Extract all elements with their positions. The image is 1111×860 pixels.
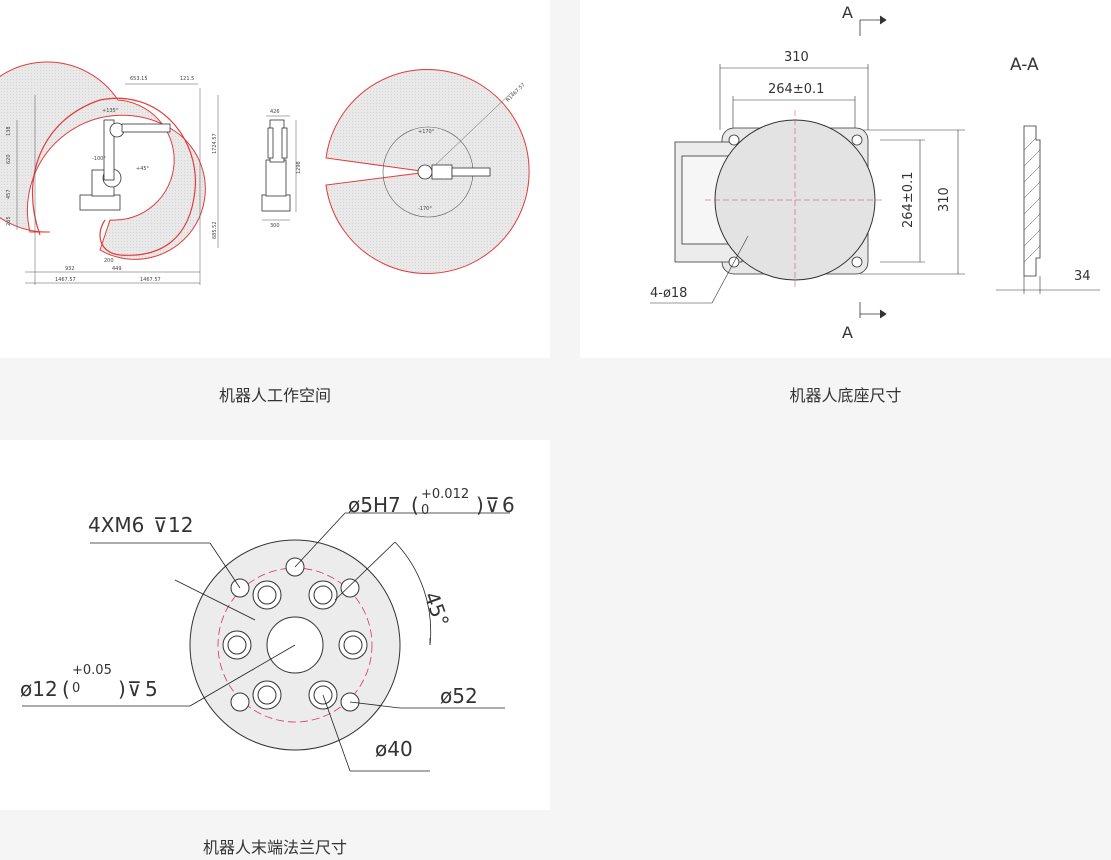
angle-135: +135° — [102, 108, 119, 114]
base-hole-spacing-v: 264±0.1 — [901, 172, 916, 228]
flange-pin-paren-open: ( — [411, 493, 419, 517]
top-angle-minus: -170° — [418, 206, 432, 212]
base-card: A A 310 264±0.1 264±0.1 310 — [580, 0, 1111, 358]
flange-pcd-outer-label: ø52 — [440, 684, 478, 708]
side-reach-outer — [32, 97, 196, 256]
dim-449: 449 — [112, 266, 122, 272]
flange-pin-tol-lower: 0 — [421, 503, 429, 518]
angle-45: +45° — [136, 166, 150, 172]
dim-685: 685.52 — [212, 222, 218, 240]
dim-620: 620 — [6, 154, 12, 164]
section-mark-bottom: A — [842, 323, 853, 342]
flange-threads-label: 4XM6 — [88, 513, 144, 537]
dim-138: 138 — [6, 126, 12, 136]
flange-caption: 机器人末端法兰尺寸 — [202, 838, 347, 857]
section-label: A-A — [1010, 55, 1039, 75]
flange-pin-tol-upper: +0.012 — [421, 487, 469, 502]
top-radius: R1467.57 — [505, 82, 526, 103]
base-hole-spacing: 264±0.1 — [768, 82, 824, 97]
section-mark-top: A — [842, 3, 853, 22]
dim-653: 653.15 — [130, 76, 148, 82]
flange-bore-tol-lower: 0 — [72, 681, 80, 696]
flange-drawing: 4XM6 ⊽ 12 ø5H7 ( +0.012 0 ) ⊽ 6 45° ø12 … — [20, 487, 515, 772]
workspace-card: 653.15 121.5 138 620 457 265 1724.57 685… — [0, 0, 550, 358]
flange-bore-label: ø12 — [20, 677, 58, 701]
flange-bore-paren-close: ) — [118, 677, 126, 701]
dim-265: 265 — [6, 216, 12, 226]
robot-front-view — [261, 119, 291, 212]
section-profile — [1023, 125, 1041, 277]
flange-threads-depth-symbol: ⊽ — [153, 513, 168, 537]
dim-1467-right: 1467.57 — [140, 277, 161, 283]
side-reach-envelope — [0, 61, 206, 260]
dim-932: 932 — [65, 266, 75, 272]
top-angle-plus: +170° — [418, 129, 435, 135]
flange-bore-tol-upper: +0.05 — [72, 663, 112, 678]
base-thickness: 34 — [1074, 269, 1091, 284]
flange-angle: 45° — [419, 589, 454, 631]
flange-pin-label: ø5H7 — [348, 493, 401, 517]
flange-bore-depth-symbol: ⊽ — [127, 677, 142, 701]
workspace-drawing: 653.15 121.5 138 620 457 265 1724.57 685… — [0, 61, 530, 285]
flange-bore-depth: 5 — [145, 677, 158, 701]
base-holes-label: 4-ø18 — [650, 286, 687, 301]
flange-card: 4XM6 ⊽ 12 ø5H7 ( +0.012 0 ) ⊽ 6 45° ø12 … — [0, 440, 550, 810]
dim-200: 200 — [104, 258, 114, 264]
dim-300: 300 — [270, 223, 280, 229]
flange-threaded-holes — [222, 580, 368, 710]
dim-1467-left: 1467.57 — [55, 277, 76, 283]
dim-426: 426 — [270, 109, 280, 115]
flange-pin-paren-close: ) — [476, 493, 484, 517]
base-width: 310 — [784, 50, 809, 65]
base-drawing: A A 310 264±0.1 264±0.1 310 — [650, 3, 1100, 342]
flange-bore-paren-open: ( — [62, 677, 70, 701]
robot-top-view — [417, 164, 491, 180]
dim-457: 457 — [6, 189, 12, 199]
dim-121: 121.5 — [180, 76, 194, 82]
workspace-caption: 机器人工作空间 — [218, 386, 331, 405]
robot-side-view — [79, 119, 171, 211]
base-height: 310 — [937, 187, 952, 212]
flange-threads-depth: 12 — [168, 513, 193, 537]
dim-1724: 1724.57 — [212, 133, 218, 154]
angle-100: -100° — [92, 156, 106, 162]
flange-pin-depth-symbol: ⊽ — [485, 493, 500, 517]
flange-pcd-inner-label: ø40 — [375, 737, 413, 761]
dim-1298: 1298 — [296, 161, 302, 174]
base-caption: 机器人底座尺寸 — [789, 386, 902, 405]
base-mounting-holes — [728, 134, 863, 268]
flange-pin-depth: 6 — [502, 493, 515, 517]
